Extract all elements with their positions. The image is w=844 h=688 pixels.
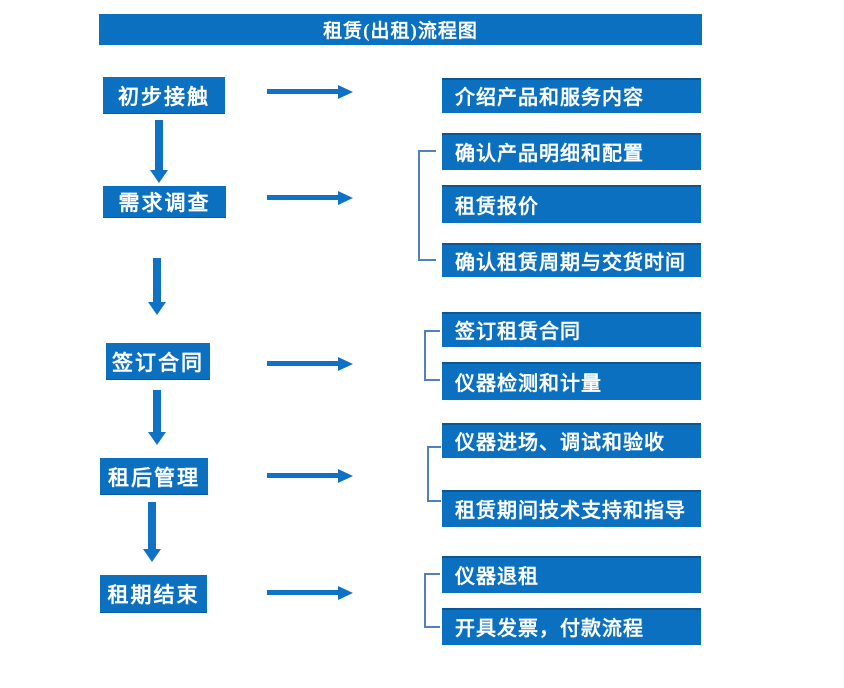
down-arrow-icon (150, 120, 168, 183)
step-label: 租后管理 (108, 465, 200, 490)
right-arrow-icon (267, 585, 353, 600)
step-lease-end: 租期结束 (100, 575, 207, 613)
group-bracket (427, 446, 441, 502)
right-arrow-icon (267, 356, 353, 371)
arrowhead-icon (150, 170, 168, 183)
detail-label: 租赁报价 (455, 195, 539, 218)
step-post-rental-management: 租后管理 (100, 458, 208, 495)
detail-instrument-installation-acceptance: 仪器进场、调试和验收 (442, 423, 701, 458)
right-arrow-icon (267, 84, 353, 99)
arrowhead-icon (148, 302, 166, 315)
step-label: 需求调查 (118, 191, 211, 215)
group-bracket (418, 150, 436, 261)
right-arrow-icon (267, 468, 353, 483)
down-arrow-icon (148, 390, 166, 445)
flowchart-title-text: 租赁(出租)流程图 (323, 21, 478, 42)
down-arrow-icon (143, 502, 161, 562)
step-sign-contract: 签订合同 (106, 343, 210, 380)
detail-label: 签订租赁合同 (455, 321, 581, 343)
detail-label: 租赁期间技术支持和指导 (455, 500, 686, 522)
detail-instrument-return: 仪器退租 (442, 556, 701, 593)
detail-label: 仪器进场、调试和验收 (455, 432, 665, 454)
arrowhead-icon (148, 432, 166, 445)
detail-confirm-product-details-config: 确认产品明细和配置 (442, 133, 701, 170)
detail-rental-quotation: 租赁报价 (442, 185, 701, 223)
right-arrow-icon (267, 190, 353, 205)
group-bracket (424, 330, 440, 381)
detail-instrument-testing-calibration: 仪器检测和计量 (442, 362, 701, 400)
detail-label: 仪器退租 (455, 566, 539, 588)
detail-label: 确认租赁周期与交货时间 (455, 251, 686, 274)
arrowhead-icon (338, 585, 353, 600)
detail-confirm-rental-period-delivery: 确认租赁周期与交货时间 (442, 243, 701, 277)
detail-label: 仪器检测和计量 (455, 372, 602, 395)
arrowhead-icon (338, 190, 353, 205)
arrowhead-icon (143, 549, 161, 562)
detail-label: 介绍产品和服务内容 (455, 87, 644, 109)
step-label: 签订合同 (112, 350, 204, 375)
arrowhead-icon (338, 468, 353, 483)
detail-technical-support-during-rental: 租赁期间技术支持和指导 (442, 490, 701, 527)
down-arrow-icon (148, 258, 166, 315)
flowchart-title: 租赁(出租)流程图 (99, 14, 702, 45)
arrowhead-icon (338, 356, 353, 371)
detail-sign-rental-contract: 签订租赁合同 (442, 312, 701, 347)
step-initial-contact: 初步接触 (103, 77, 225, 114)
step-label: 租期结束 (107, 583, 200, 607)
step-demand-survey: 需求调查 (103, 186, 226, 218)
detail-label: 开具发票，付款流程 (455, 618, 644, 640)
detail-invoice-payment-process: 开具发票，付款流程 (442, 608, 701, 645)
arrowhead-icon (338, 84, 353, 99)
detail-introduce-product-services: 介绍产品和服务内容 (442, 78, 701, 113)
group-bracket (424, 573, 440, 628)
detail-label: 确认产品明细和配置 (455, 143, 644, 165)
step-label: 初步接触 (118, 84, 210, 109)
